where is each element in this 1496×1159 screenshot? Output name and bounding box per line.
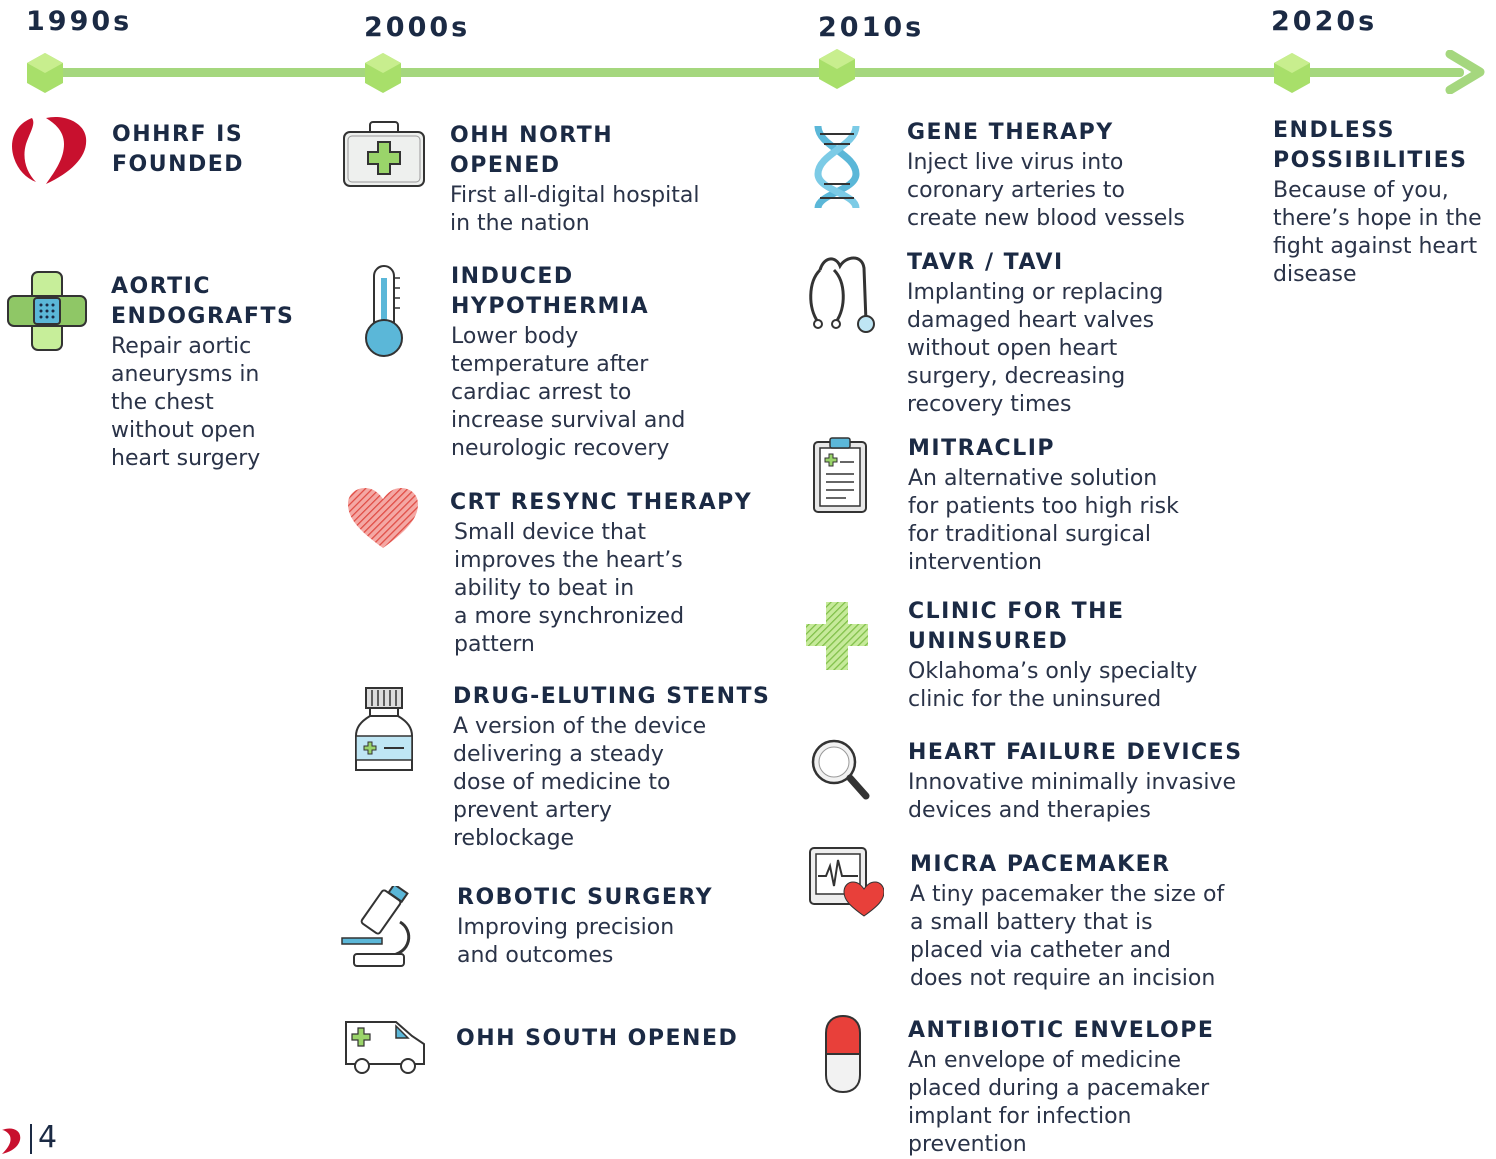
milestone-description: A tiny pacemaker the size of a small bat… bbox=[910, 882, 1225, 991]
stethoscope-icon bbox=[809, 256, 875, 333]
milestone-title: INDUCED HYPOTHERMIA bbox=[451, 264, 650, 319]
page-number: 4 bbox=[38, 1120, 58, 1155]
heart-monitor-icon bbox=[809, 847, 884, 917]
milestone-title: OHHRF IS FOUNDED bbox=[112, 122, 245, 177]
milestone-description: An alternative solution for patients too… bbox=[908, 466, 1179, 575]
decade-label-1990s: 1990s bbox=[26, 6, 133, 37]
milestone-induced-hypothermia: INDUCED HYPOTHERMIA Lower body temperatu… bbox=[451, 262, 685, 463]
decade-label-2020s: 2020s bbox=[1271, 6, 1378, 37]
timeline-node-2020s bbox=[1274, 53, 1310, 93]
milestone-title: TAVR / TAVI bbox=[907, 250, 1064, 275]
magnifying-glass-icon bbox=[811, 739, 870, 800]
timeline-node-2000s bbox=[365, 53, 401, 93]
decade-label-2000s: 2000s bbox=[364, 12, 471, 43]
milestone-clinic-uninsured: CLINIC FOR THE UNINSURED Oklahoma’s only… bbox=[908, 597, 1197, 714]
decade-label-2010s: 2010s bbox=[818, 12, 925, 43]
milestone-title: OHH SOUTH OPENED bbox=[456, 1026, 739, 1051]
milestone-description: Lower body temperature after cardiac arr… bbox=[451, 324, 686, 461]
thermometer-icon bbox=[365, 265, 403, 357]
milestone-title: ENDLESS POSSIBILITIES bbox=[1273, 118, 1468, 173]
milestone-micra-pacemaker: MICRA PACEMAKER A tiny pacemaker the siz… bbox=[910, 850, 1224, 993]
milestone-mitraclip: MITRACLIP An alternative solution for pa… bbox=[908, 434, 1179, 577]
microscope-icon bbox=[341, 886, 411, 967]
milestone-title: ROBOTIC SURGERY bbox=[457, 885, 714, 910]
milestone-description: A version of the device delivering a ste… bbox=[453, 714, 707, 851]
timeline-node-1990s bbox=[27, 53, 63, 93]
milestone-title: DRUG-ELUTING STENTS bbox=[453, 684, 771, 709]
milestone-description: Implanting or replacing damaged heart va… bbox=[907, 280, 1164, 417]
milestone-title: AORTIC ENDOGRAFTS bbox=[111, 274, 295, 329]
logo-icon bbox=[2, 1128, 21, 1154]
clipboard-icon bbox=[813, 437, 867, 513]
milestone-crt: CRT RESYNC THERAPY Small device that imp… bbox=[450, 488, 752, 659]
milestone-title: CRT RESYNC THERAPY bbox=[450, 490, 753, 515]
milestone-description: First all-digital hospital in the nation bbox=[450, 183, 700, 236]
milestone-description: An envelope of medicine placed during a … bbox=[908, 1048, 1210, 1157]
milestone-robotic-surgery: ROBOTIC SURGERY Improving precision and … bbox=[457, 883, 713, 970]
medicine-bottle-icon bbox=[355, 687, 413, 771]
milestone-description: Oklahoma’s only specialty clinic for the… bbox=[908, 659, 1198, 712]
timeline-line bbox=[44, 68, 1464, 77]
milestone-description: Improving precision and outcomes bbox=[457, 915, 675, 968]
milestone-title: OHH NORTH OPENED bbox=[450, 123, 614, 178]
timeline-node-2010s bbox=[819, 49, 855, 89]
milestone-title: GENE THERAPY bbox=[907, 120, 1114, 145]
arrow-head-icon bbox=[1445, 50, 1485, 94]
milestone-title: CLINIC FOR THE UNINSURED bbox=[908, 599, 1125, 654]
milestone-title: MICRA PACEMAKER bbox=[910, 852, 1171, 877]
milestone-aortic-endografts: AORTIC ENDOGRAFTS Repair aortic aneurysm… bbox=[111, 272, 294, 473]
milestone-ohh-south: OHH SOUTH OPENED bbox=[456, 1024, 738, 1054]
heart-logo-icon bbox=[12, 116, 87, 184]
capsule-icon bbox=[825, 1014, 861, 1094]
milestone-antibiotic-envelope: ANTIBIOTIC ENVELOPE An envelope of medic… bbox=[908, 1016, 1214, 1159]
milestone-drug-eluting-stents: DRUG-ELUTING STENTS A version of the dev… bbox=[453, 682, 770, 853]
milestone-ohh-north: OHH NORTH OPENED First all-digital hospi… bbox=[450, 121, 699, 238]
milestone-ohhrf-founded: OHHRF IS FOUNDED bbox=[112, 120, 244, 180]
heart-icon bbox=[348, 488, 418, 548]
milestone-heart-failure-devices: HEART FAILURE DEVICES Innovative minimal… bbox=[908, 738, 1243, 825]
milestone-description: Small device that improves the heart’s a… bbox=[454, 520, 685, 657]
milestone-tavr: TAVR / TAVI Implanting or replacing dama… bbox=[907, 248, 1163, 419]
bandage-icon bbox=[7, 271, 87, 351]
milestone-title: MITRACLIP bbox=[908, 436, 1056, 461]
milestone-endless-possibilities: ENDLESS POSSIBILITIES Because of you, th… bbox=[1273, 116, 1482, 289]
milestone-description: Innovative minimally invasive devices an… bbox=[908, 770, 1237, 823]
milestone-title: HEART FAILURE DEVICES bbox=[908, 740, 1243, 765]
page-divider bbox=[30, 1124, 32, 1154]
medical-cross-icon bbox=[806, 602, 868, 670]
milestone-description: Because of you, there’s hope in the figh… bbox=[1273, 178, 1482, 287]
milestone-title: ANTIBIOTIC ENVELOPE bbox=[908, 1018, 1215, 1043]
ambulance-icon bbox=[345, 1021, 425, 1074]
first-aid-kit-icon bbox=[343, 121, 425, 187]
dna-icon bbox=[814, 125, 860, 209]
milestone-gene-therapy: GENE THERAPY Inject live virus into coro… bbox=[907, 118, 1185, 233]
milestone-description: Inject live virus into coronary arteries… bbox=[907, 150, 1185, 231]
milestone-description: Repair aortic aneurysms in the chest wit… bbox=[111, 334, 261, 471]
